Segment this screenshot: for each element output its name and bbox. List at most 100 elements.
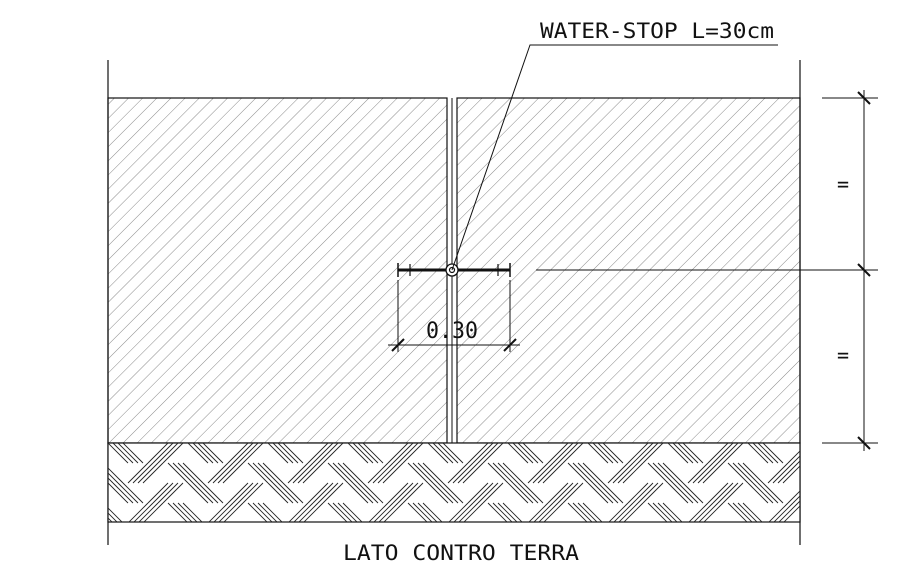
- earth-hatch-stroke: [218, 502, 239, 522]
- earth-hatch-stroke: [208, 502, 229, 522]
- earth-hatch-stroke: [773, 543, 793, 563]
- earth-hatch-stroke: [182, 502, 203, 522]
- earth-hatch-stroke: [248, 543, 268, 563]
- earth-hatch-stroke: [132, 462, 154, 484]
- earth-hatch-stroke: [303, 502, 324, 522]
- earth-hatch-stroke: [227, 482, 249, 504]
- earth-hatch-stroke: [318, 523, 338, 543]
- earth-hatch-stroke: [627, 443, 649, 464]
- earth-hatch-stroke: [73, 403, 93, 423]
- earth-hatch-stroke: [137, 462, 159, 484]
- earth-hatch-stroke: [477, 443, 499, 464]
- earth-hatch-stroke: [323, 523, 343, 543]
- earth-hatch-stroke: [588, 523, 608, 543]
- earth-hatch-stroke: [552, 443, 574, 464]
- earth-hatch-stroke: [482, 443, 504, 464]
- earth-hatch-stroke: [337, 462, 359, 484]
- earth-hatch-stroke: [437, 482, 459, 504]
- earth-hatch-stroke: [747, 443, 769, 464]
- earth-hatch-stroke: [133, 543, 153, 563]
- earth-hatch-stroke: [618, 543, 638, 563]
- earth-hatch-stroke: [823, 463, 843, 483]
- earth-hatch-stroke: [787, 490, 800, 504]
- earth-hatch-stroke: [828, 523, 848, 543]
- earth-hatch-stroke: [113, 523, 133, 543]
- earth-hatch-stroke: [567, 502, 588, 522]
- earth-hatch-stroke: [662, 502, 683, 522]
- earth-hatch-stroke: [332, 502, 353, 522]
- earth-hatch-stroke: [453, 502, 474, 522]
- earth-hatch-stroke: [322, 443, 344, 464]
- earth-hatch-stroke: [392, 443, 414, 464]
- earth-hatch-stroke: [597, 443, 619, 464]
- earth-hatch-stroke: [767, 462, 789, 484]
- earth-hatch-stroke: [347, 443, 369, 464]
- earth-hatch-stroke: [467, 443, 489, 464]
- earth-hatch-stroke: [838, 403, 858, 423]
- earth-hatch-stroke: [108, 482, 129, 504]
- earth-hatch-stroke: [583, 543, 603, 563]
- earth-hatch-stroke: [698, 543, 718, 563]
- earth-hatch-stroke: [792, 455, 800, 464]
- earth-hatch-stroke: [747, 482, 769, 504]
- earth-hatch-stroke: [507, 482, 529, 504]
- earth-hatch-stroke: [523, 523, 543, 543]
- earth-hatch-stroke: [652, 462, 674, 484]
- earth-hatch-stroke: [753, 523, 773, 543]
- earth-hatch-stroke: [482, 482, 504, 504]
- earth-hatch-stroke: [112, 482, 134, 504]
- earth-hatch-stroke: [637, 482, 659, 504]
- earth-hatch-stroke: [122, 482, 144, 504]
- earth-hatch-stroke: [532, 462, 554, 484]
- earth-hatch-stroke: [442, 482, 464, 504]
- earth-hatch-stroke: [177, 502, 198, 522]
- earth-hatch-stroke: [793, 523, 813, 543]
- earth-hatch-stroke: [68, 483, 88, 503]
- earth-hatch-stroke: [198, 523, 218, 543]
- earth-hatch-stroke: [613, 502, 634, 522]
- earth-hatch-stroke: [818, 543, 838, 563]
- earth-hatch-stroke: [437, 443, 459, 464]
- earth-hatch-stroke: [688, 543, 708, 563]
- earth-hatch-stroke: [117, 443, 139, 464]
- earth-hatch-stroke: [537, 462, 559, 484]
- earth-hatch-stroke: [633, 523, 653, 543]
- earth-hatch-stroke: [298, 543, 318, 563]
- earth-hatch-stroke: [177, 462, 199, 484]
- earth-hatch-stroke: [558, 523, 578, 543]
- earth-hatch-stroke: [373, 502, 394, 522]
- earth-hatch-stroke: [752, 443, 774, 464]
- earth-hatch-stroke: [178, 543, 198, 563]
- earth-hatch-stroke: [172, 502, 193, 522]
- earth-hatch-stroke: [678, 523, 698, 543]
- earth-hatch-stroke: [513, 523, 533, 543]
- earth-hatch-stroke: [508, 523, 528, 543]
- earth-hatch-stroke: [732, 462, 754, 484]
- earth-hatch-stroke: [562, 482, 584, 504]
- width-dimension-label: 0.30: [426, 319, 478, 344]
- earth-hatch-stroke: [352, 443, 374, 464]
- equal-mark-bottom: =: [837, 343, 849, 367]
- earth-hatch-stroke: [238, 523, 258, 543]
- earth-hatch-stroke: [138, 543, 158, 563]
- earth-hatch-stroke: [312, 482, 334, 504]
- earth-hatch-stroke: [228, 523, 248, 543]
- earth-hatch-stroke: [108, 507, 123, 522]
- earth-hatch-stroke: [357, 443, 379, 464]
- earth-hatch-stroke: [208, 543, 228, 563]
- earth-hatch-stroke: [683, 523, 703, 543]
- earth-hatch-stroke: [242, 482, 264, 504]
- earth-hatch-stroke: [83, 483, 103, 503]
- earth-hatch-stroke: [562, 443, 584, 464]
- earth-hatch-stroke: [547, 482, 569, 504]
- earth-hatch-stroke: [73, 523, 93, 543]
- earth-hatch-stroke: [143, 543, 163, 563]
- earth-hatch-stroke: [528, 502, 549, 522]
- earth-hatch-stroke: [703, 502, 724, 522]
- earth-hatch-stroke: [242, 443, 264, 464]
- earth-hatch-stroke: [402, 482, 424, 504]
- earth-hatch-stroke: [108, 512, 118, 522]
- earth-hatch-stroke: [727, 502, 748, 522]
- earth-hatch-stroke: [278, 523, 298, 543]
- earth-hatch-stroke: [147, 443, 169, 464]
